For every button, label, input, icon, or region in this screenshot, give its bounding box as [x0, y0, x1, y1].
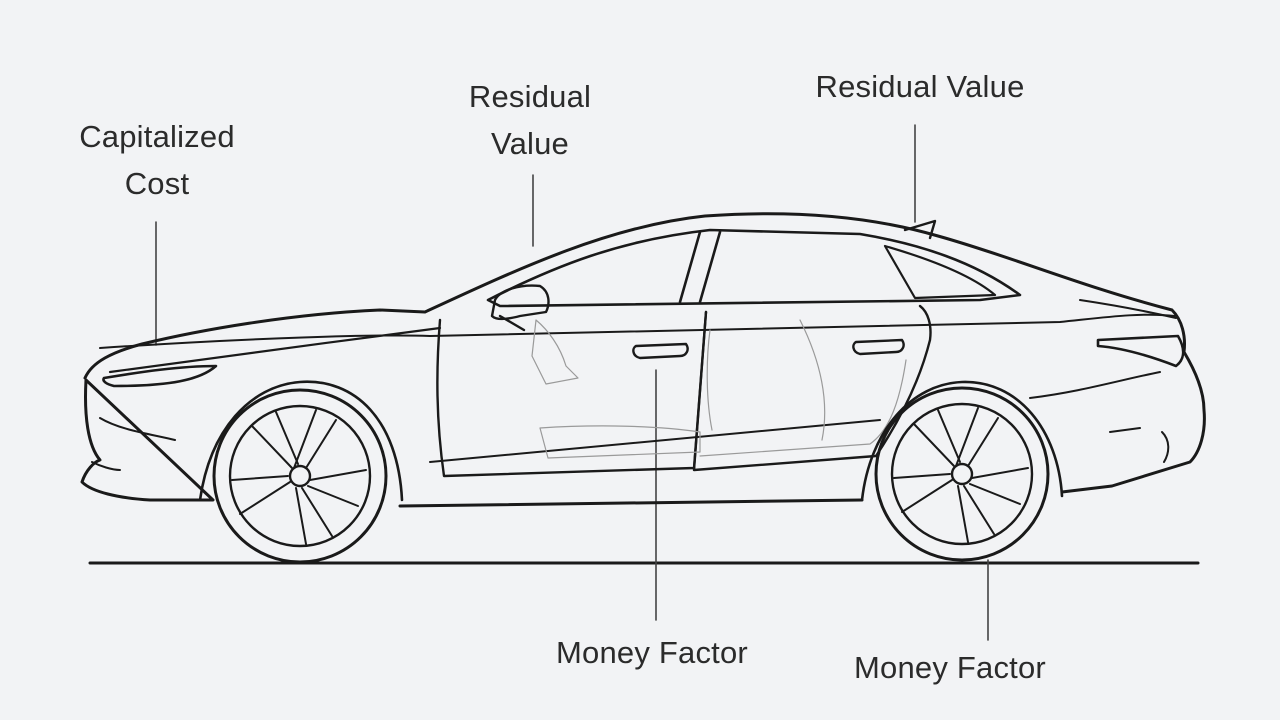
label-residual-value-left-line2: Value — [491, 125, 569, 161]
front-wheel-arch — [198, 380, 404, 502]
pillar-b — [678, 230, 722, 304]
spoiler — [903, 219, 937, 240]
tail-light — [1096, 334, 1185, 368]
rear-bumper-lines — [1029, 371, 1170, 463]
trunk-line — [1079, 299, 1177, 319]
label-capitalized-cost-line1: Capitalized — [79, 119, 235, 154]
interior-ghost — [531, 319, 907, 459]
label-capitalized-cost-line2: Cost — [124, 165, 190, 201]
rear-quarter-window — [883, 244, 997, 300]
headlight — [102, 364, 218, 388]
side-mirror — [490, 284, 550, 332]
car-body-outline — [80, 212, 1206, 508]
rear-door — [692, 304, 932, 472]
leader-lines — [155, 124, 989, 641]
label-money-factor-right-text: Money Factor — [854, 650, 1046, 685]
shoulder-line — [99, 313, 1176, 349]
hood-line — [108, 326, 442, 374]
label-residual-value-left: Residual Value — [455, 74, 605, 167]
rear-wheel-arch — [860, 380, 1064, 502]
label-residual-value-left-line1: Residual — [468, 79, 592, 114]
front-bumper-lines — [91, 417, 176, 471]
front-door-handle — [632, 342, 689, 360]
label-capitalized-cost: Capitalized Cost — [72, 114, 242, 207]
window-outline — [486, 228, 1022, 308]
rear-door-handle — [852, 338, 905, 356]
label-money-factor-left: Money Factor — [532, 630, 772, 677]
rocker-line — [429, 419, 881, 463]
label-residual-value-right: Residual Value — [790, 64, 1050, 111]
rear-wheel — [874, 386, 1050, 562]
label-money-factor-right: Money Factor — [830, 645, 1070, 692]
label-residual-value-right-text: Residual Value — [815, 69, 1025, 104]
front-door — [436, 310, 708, 478]
label-money-factor-left-text: Money Factor — [556, 635, 748, 670]
front-wheel — [212, 388, 388, 564]
